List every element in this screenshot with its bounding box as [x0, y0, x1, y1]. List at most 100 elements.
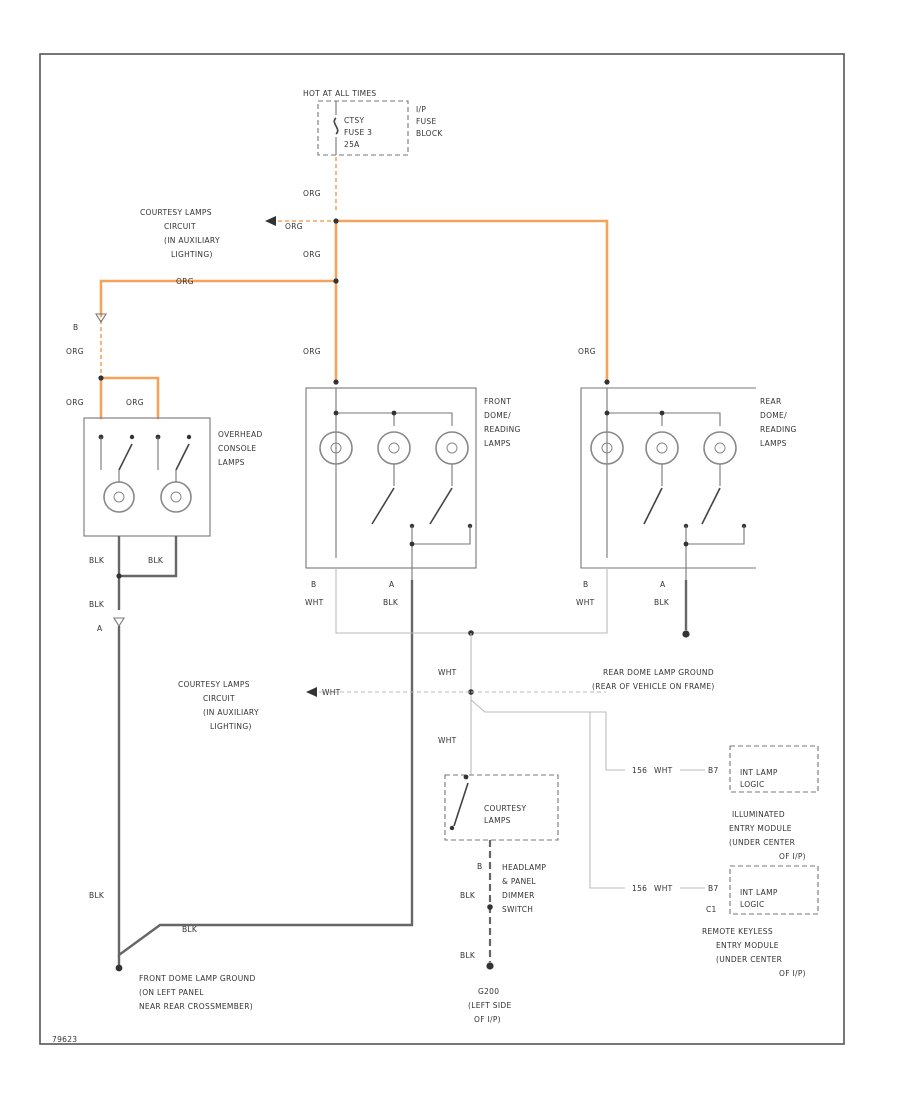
rear-contact-wire — [686, 526, 745, 545]
wht-wire-return — [335, 568, 608, 634]
ill-module-label-1: ILLUMINATED — [732, 810, 785, 819]
rear-dome-splice-1 — [604, 410, 610, 416]
org-wire-label-courtesy: ORG — [285, 222, 303, 231]
pin-b-headlamp: B — [477, 862, 482, 871]
org-wire-label-5: ORG — [303, 347, 321, 356]
pin-b-front: B — [311, 580, 316, 589]
overhead-switch-1-icon — [118, 443, 133, 471]
rear-dome-box — [580, 387, 756, 569]
g200-ground-icon — [486, 962, 494, 970]
courtesy-mid-label-4: LIGHTING) — [210, 722, 252, 731]
courtesy-circuit-mid: COURTESY LAMPS CIRCUIT (IN AUXILIARY LIG… — [178, 680, 471, 731]
org-wire-label-4: ORG — [66, 347, 84, 356]
courtesy-top-label-3: (IN AUXILIARY — [164, 236, 220, 245]
int-lamp-logic-2a: INT LAMP — [740, 888, 778, 897]
headlamp-label-2: & PANEL — [502, 877, 537, 886]
ip-fuse-block-label-3: BLOCK — [416, 129, 443, 138]
front-dome-splice-2 — [391, 410, 397, 416]
overhead-bulb-2-filament-icon — [170, 491, 182, 503]
rear-bulb-2-icon — [645, 431, 679, 465]
connector-b-icon — [95, 313, 107, 324]
hot-at-all-times-label: HOT AT ALL TIMES — [303, 89, 376, 98]
wht-wire-label-1: WHT — [438, 668, 457, 677]
front-dome-splice-1 — [333, 410, 339, 416]
org-wire-label-3: ORG — [176, 277, 194, 286]
front-dome-box — [305, 387, 477, 569]
front-bulb-3-filament-icon — [446, 442, 458, 454]
org-wire-label-8: ORG — [126, 398, 144, 407]
wht-156-label-b: 156 — [632, 884, 647, 893]
front-ground-label-3: NEAR REAR CROSSMEMBER) — [139, 1002, 253, 1011]
org-wire-rear-dome — [334, 219, 609, 382]
overhead-bulb-1-filament-icon — [113, 491, 125, 503]
wht-wire-label-rear: WHT — [576, 598, 595, 607]
ctsy-fuse-label-3: 25A — [344, 140, 360, 149]
blk-wire-label-g200-1: BLK — [460, 891, 476, 900]
fuse-icon — [333, 117, 339, 135]
front-contact-wire — [412, 526, 471, 545]
courtesy-switch-label-1: COURTESY — [484, 804, 526, 813]
org-wire-overhead-b — [99, 376, 160, 420]
switch-top-contact — [463, 774, 469, 780]
wht-wire-label-courtesy: WHT — [322, 688, 341, 697]
front-splice-3 — [409, 541, 415, 547]
rear-switch-2-icon — [701, 487, 721, 525]
pin-b-rear: B — [583, 580, 588, 589]
front-dome-label-4: LAMPS — [484, 439, 511, 448]
pin-a-front: A — [389, 580, 395, 589]
courtesy-mid-label-1: COURTESY LAMPS — [178, 680, 250, 689]
front-switch-2-icon — [429, 487, 453, 525]
org-wire-overhead — [99, 279, 338, 318]
rear-dome-label-4: LAMPS — [760, 439, 787, 448]
pin-a-rear: A — [660, 580, 666, 589]
org-wire-label-7: ORG — [66, 398, 84, 407]
ill-module-label-4: OF I/P) — [779, 852, 806, 861]
splice-org-1 — [333, 218, 339, 224]
front-bulb-2-icon — [377, 431, 411, 465]
page-code: 79623 — [52, 1035, 77, 1044]
courtesy-switch-icon — [453, 782, 469, 827]
wht-wire-label-front: WHT — [305, 598, 324, 607]
int-lamp-logic-2b: LOGIC — [740, 900, 765, 909]
switch-bottom-contact — [449, 825, 455, 831]
rke-module-label-3: (UNDER CENTER — [716, 955, 782, 964]
ill-module-label-2: ENTRY MODULE — [729, 824, 792, 833]
org-wire-label-6: ORG — [578, 347, 596, 356]
wht-wire-label-2: WHT — [438, 736, 457, 745]
wht-156-label-a: 156 — [632, 766, 647, 775]
blk-wire-overhead-2 — [119, 536, 178, 578]
headlamp-label-4: SWITCH — [502, 905, 533, 914]
front-bulb-3-icon — [435, 431, 469, 465]
rear-splice-3 — [683, 541, 689, 547]
blk-wire-label-4: BLK — [89, 891, 105, 900]
rear-dome-label-3: READING — [760, 425, 797, 434]
splice-org-2 — [333, 278, 339, 284]
rear-dome-reading-lamps: REAR DOME/ READING LAMPS — [580, 387, 797, 580]
rear-bulb-1-icon — [590, 431, 624, 465]
overhead-label-1: OVERHEAD — [218, 430, 263, 439]
rear-ground-label-1: REAR DOME LAMP GROUND — [603, 668, 714, 677]
overhead-contact-1 — [129, 434, 135, 440]
courtesy-mid-label-2: CIRCUIT — [203, 694, 235, 703]
front-bulb-2-filament-icon — [388, 442, 400, 454]
splice-blk-overhead — [116, 573, 122, 579]
org-wire-label-2: ORG — [303, 250, 321, 259]
blk-wire-label-rear: BLK — [654, 598, 670, 607]
ctsy-fuse-label-2: FUSE 3 — [344, 128, 372, 137]
pin-a-left: A — [97, 624, 103, 633]
overhead-bulb-1-icon — [103, 481, 135, 513]
blk-wire-label-3: BLK — [89, 600, 105, 609]
pin-b7-a: B7 — [708, 766, 719, 775]
wht-wire-rke-module — [589, 712, 625, 889]
courtesy-top-label-1: COURTESY LAMPS — [140, 208, 212, 217]
overhead-console-lamps: OVERHEAD CONSOLE LAMPS — [83, 417, 263, 537]
rear-bulb-1-filament-icon — [601, 442, 613, 454]
overhead-contact-2 — [186, 434, 192, 440]
headlamp-dimmer-switch: COURTESY LAMPS B HEADLAMP & PANEL DIMMER… — [444, 774, 559, 914]
front-dome-reading-lamps: FRONT DOME/ READING LAMPS — [305, 387, 520, 580]
overhead-label-2: CONSOLE — [218, 444, 256, 453]
int-lamp-logic-1b: LOGIC — [740, 780, 765, 789]
courtesy-mid-label-3: (IN AUXILIARY — [203, 708, 259, 717]
courtesy-mid-arrow-icon — [306, 687, 317, 697]
